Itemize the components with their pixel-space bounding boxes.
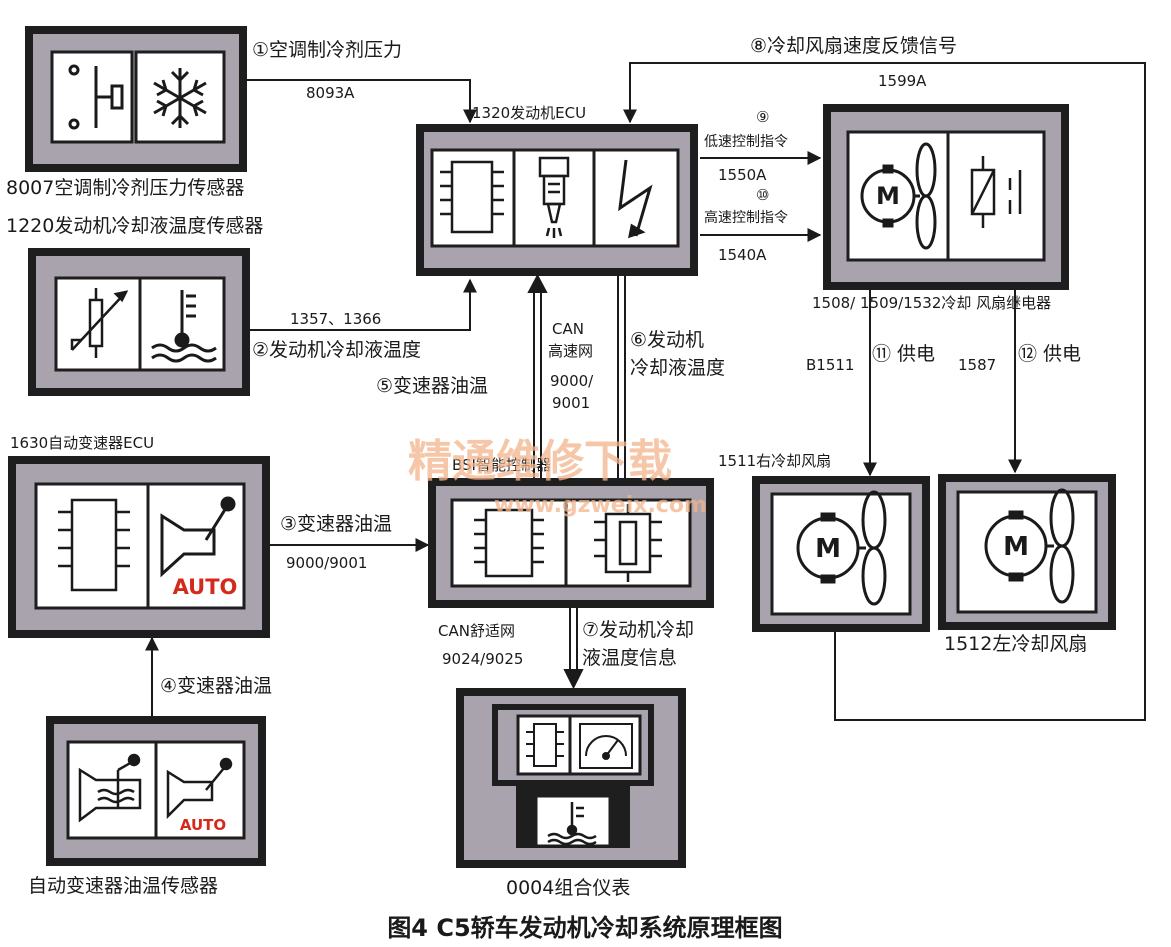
signal-7-line1: ⑦发动机冷却 bbox=[582, 619, 694, 641]
gear-shifter-icon bbox=[160, 496, 236, 578]
thermistor-icon bbox=[70, 288, 129, 358]
signal-11-label: ⑪ 供电 bbox=[872, 343, 935, 365]
signal-12-label: ⑫ 供电 bbox=[1018, 343, 1081, 365]
signal-11-wire: B1511 bbox=[806, 356, 854, 374]
fan-relay-box: M bbox=[823, 104, 1069, 290]
right-fan-motor-letter: M bbox=[815, 534, 841, 564]
signal-9-number: ⑨ bbox=[756, 108, 769, 126]
coolant-temp-sensor-box bbox=[28, 248, 250, 396]
label-bsi: BSI智能控制器 bbox=[452, 456, 551, 474]
signal-9-label: 低速控制指令 bbox=[704, 134, 788, 150]
figure-caption: 图4 C5轿车发动机冷却系统原理框图 bbox=[387, 914, 782, 942]
relay-motor-letter: M bbox=[876, 182, 900, 210]
left-fan-motor-letter: M bbox=[1003, 532, 1029, 562]
engine-ecu-box bbox=[416, 124, 698, 276]
signal-6-line1: ⑥发动机 bbox=[630, 329, 704, 351]
signal-6-line2: 冷却液温度 bbox=[630, 357, 725, 379]
relay-coil-icon bbox=[970, 156, 1022, 228]
spark-icon bbox=[618, 159, 653, 239]
signal-12-wire: 1587 bbox=[958, 356, 996, 374]
auto-label-large: AUTO bbox=[173, 575, 238, 599]
signal-10-wire: 1540A bbox=[718, 246, 767, 264]
signal-2-wire: 1357、1366 bbox=[290, 310, 381, 328]
label-right-fan: 1511右冷却风扇 bbox=[718, 452, 831, 470]
label-coolant-temp-sensor: 1220发动机冷却液温度传感器 bbox=[6, 215, 263, 237]
can-high-line4: 9001 bbox=[552, 394, 590, 412]
chip-icon bbox=[440, 160, 504, 234]
wire-ac-pressure bbox=[247, 79, 477, 124]
label-fan-relay: 1508/ 1509/1532冷却 风扇继电器 bbox=[812, 294, 1051, 312]
right-fan-motor-icon bbox=[796, 490, 887, 606]
coolant-thermometer-icon bbox=[151, 290, 217, 363]
ac-pressure-sensor-box bbox=[25, 26, 247, 172]
label-engine-ecu: 1320发动机ECU bbox=[472, 104, 586, 122]
can-high-line3: 9000/ bbox=[550, 372, 594, 390]
wire-coolant-temp bbox=[250, 278, 477, 331]
bsi-chip-icon bbox=[474, 508, 544, 578]
can-high-line2: 高速网 bbox=[548, 342, 593, 360]
signal-10-number: ⑩ bbox=[756, 186, 769, 204]
bsi-box bbox=[428, 478, 714, 608]
signal-7-line2: 液温度信息 bbox=[582, 647, 677, 669]
signal-8-wire: 1599A bbox=[878, 72, 927, 90]
small-shifter-icon bbox=[166, 757, 233, 820]
watermark-url: www.gzweix.com bbox=[494, 493, 707, 518]
can-comfort-label: CAN舒适网 bbox=[438, 622, 515, 640]
trans-ecu-box: AUTO bbox=[8, 456, 270, 638]
snowflake-icon bbox=[153, 68, 207, 128]
signal-9-wire: 1550A bbox=[718, 166, 767, 184]
bsi-relay-icon bbox=[594, 504, 662, 582]
cluster-chip-icon bbox=[526, 723, 564, 767]
oil-level-icon bbox=[78, 753, 142, 823]
signal-2-label: ②发动机冷却液温度 bbox=[252, 339, 421, 361]
label-ac-pressure-sensor: 8007空调制冷剂压力传感器 bbox=[6, 177, 244, 199]
pressure-switch-icon bbox=[68, 64, 124, 130]
injector-icon bbox=[538, 156, 570, 238]
left-fan-box: M bbox=[938, 474, 1116, 630]
cluster-box bbox=[456, 688, 686, 868]
signal-1-wire: 8093A bbox=[306, 84, 355, 102]
signal-4-label: ④变速器油温 bbox=[160, 675, 272, 697]
trans-chip-icon bbox=[58, 498, 130, 592]
relay-motor-icon bbox=[860, 142, 937, 250]
cluster-coolant-icon bbox=[547, 802, 597, 846]
gauge-icon bbox=[579, 723, 633, 769]
signal-1-label: ①空调制冷剂压力 bbox=[252, 39, 402, 61]
signal-5-label: ⑤变速器油温 bbox=[376, 375, 488, 397]
trans-oil-sensor-box: AUTO bbox=[46, 716, 266, 866]
label-trans-ecu: 1630自动变速器ECU bbox=[10, 434, 154, 452]
label-left-fan: 1512左冷却风扇 bbox=[944, 633, 1087, 655]
wire-fan-feedback bbox=[623, 62, 1146, 721]
right-fan-box: M bbox=[752, 476, 930, 632]
signal-3-wire: 9000/9001 bbox=[286, 554, 367, 572]
auto-label-small: AUTO bbox=[180, 816, 226, 834]
can-high-line1: CAN bbox=[552, 320, 584, 338]
signal-8-label: ⑧冷却风扇速度反馈信号 bbox=[750, 35, 957, 57]
label-cluster: 0004组合仪表 bbox=[506, 877, 630, 899]
left-fan-motor-icon bbox=[984, 488, 1075, 604]
signal-10-label: 高速控制指令 bbox=[704, 209, 788, 226]
signal-3-label: ③变速器油温 bbox=[280, 513, 392, 535]
watermark-title: 精通维修下载 bbox=[408, 436, 672, 487]
connections bbox=[145, 62, 1146, 721]
label-trans-oil-sensor: 自动变速器油温传感器 bbox=[28, 875, 218, 897]
can-comfort-wire: 9024/9025 bbox=[442, 650, 523, 668]
can-buses bbox=[527, 273, 626, 690]
